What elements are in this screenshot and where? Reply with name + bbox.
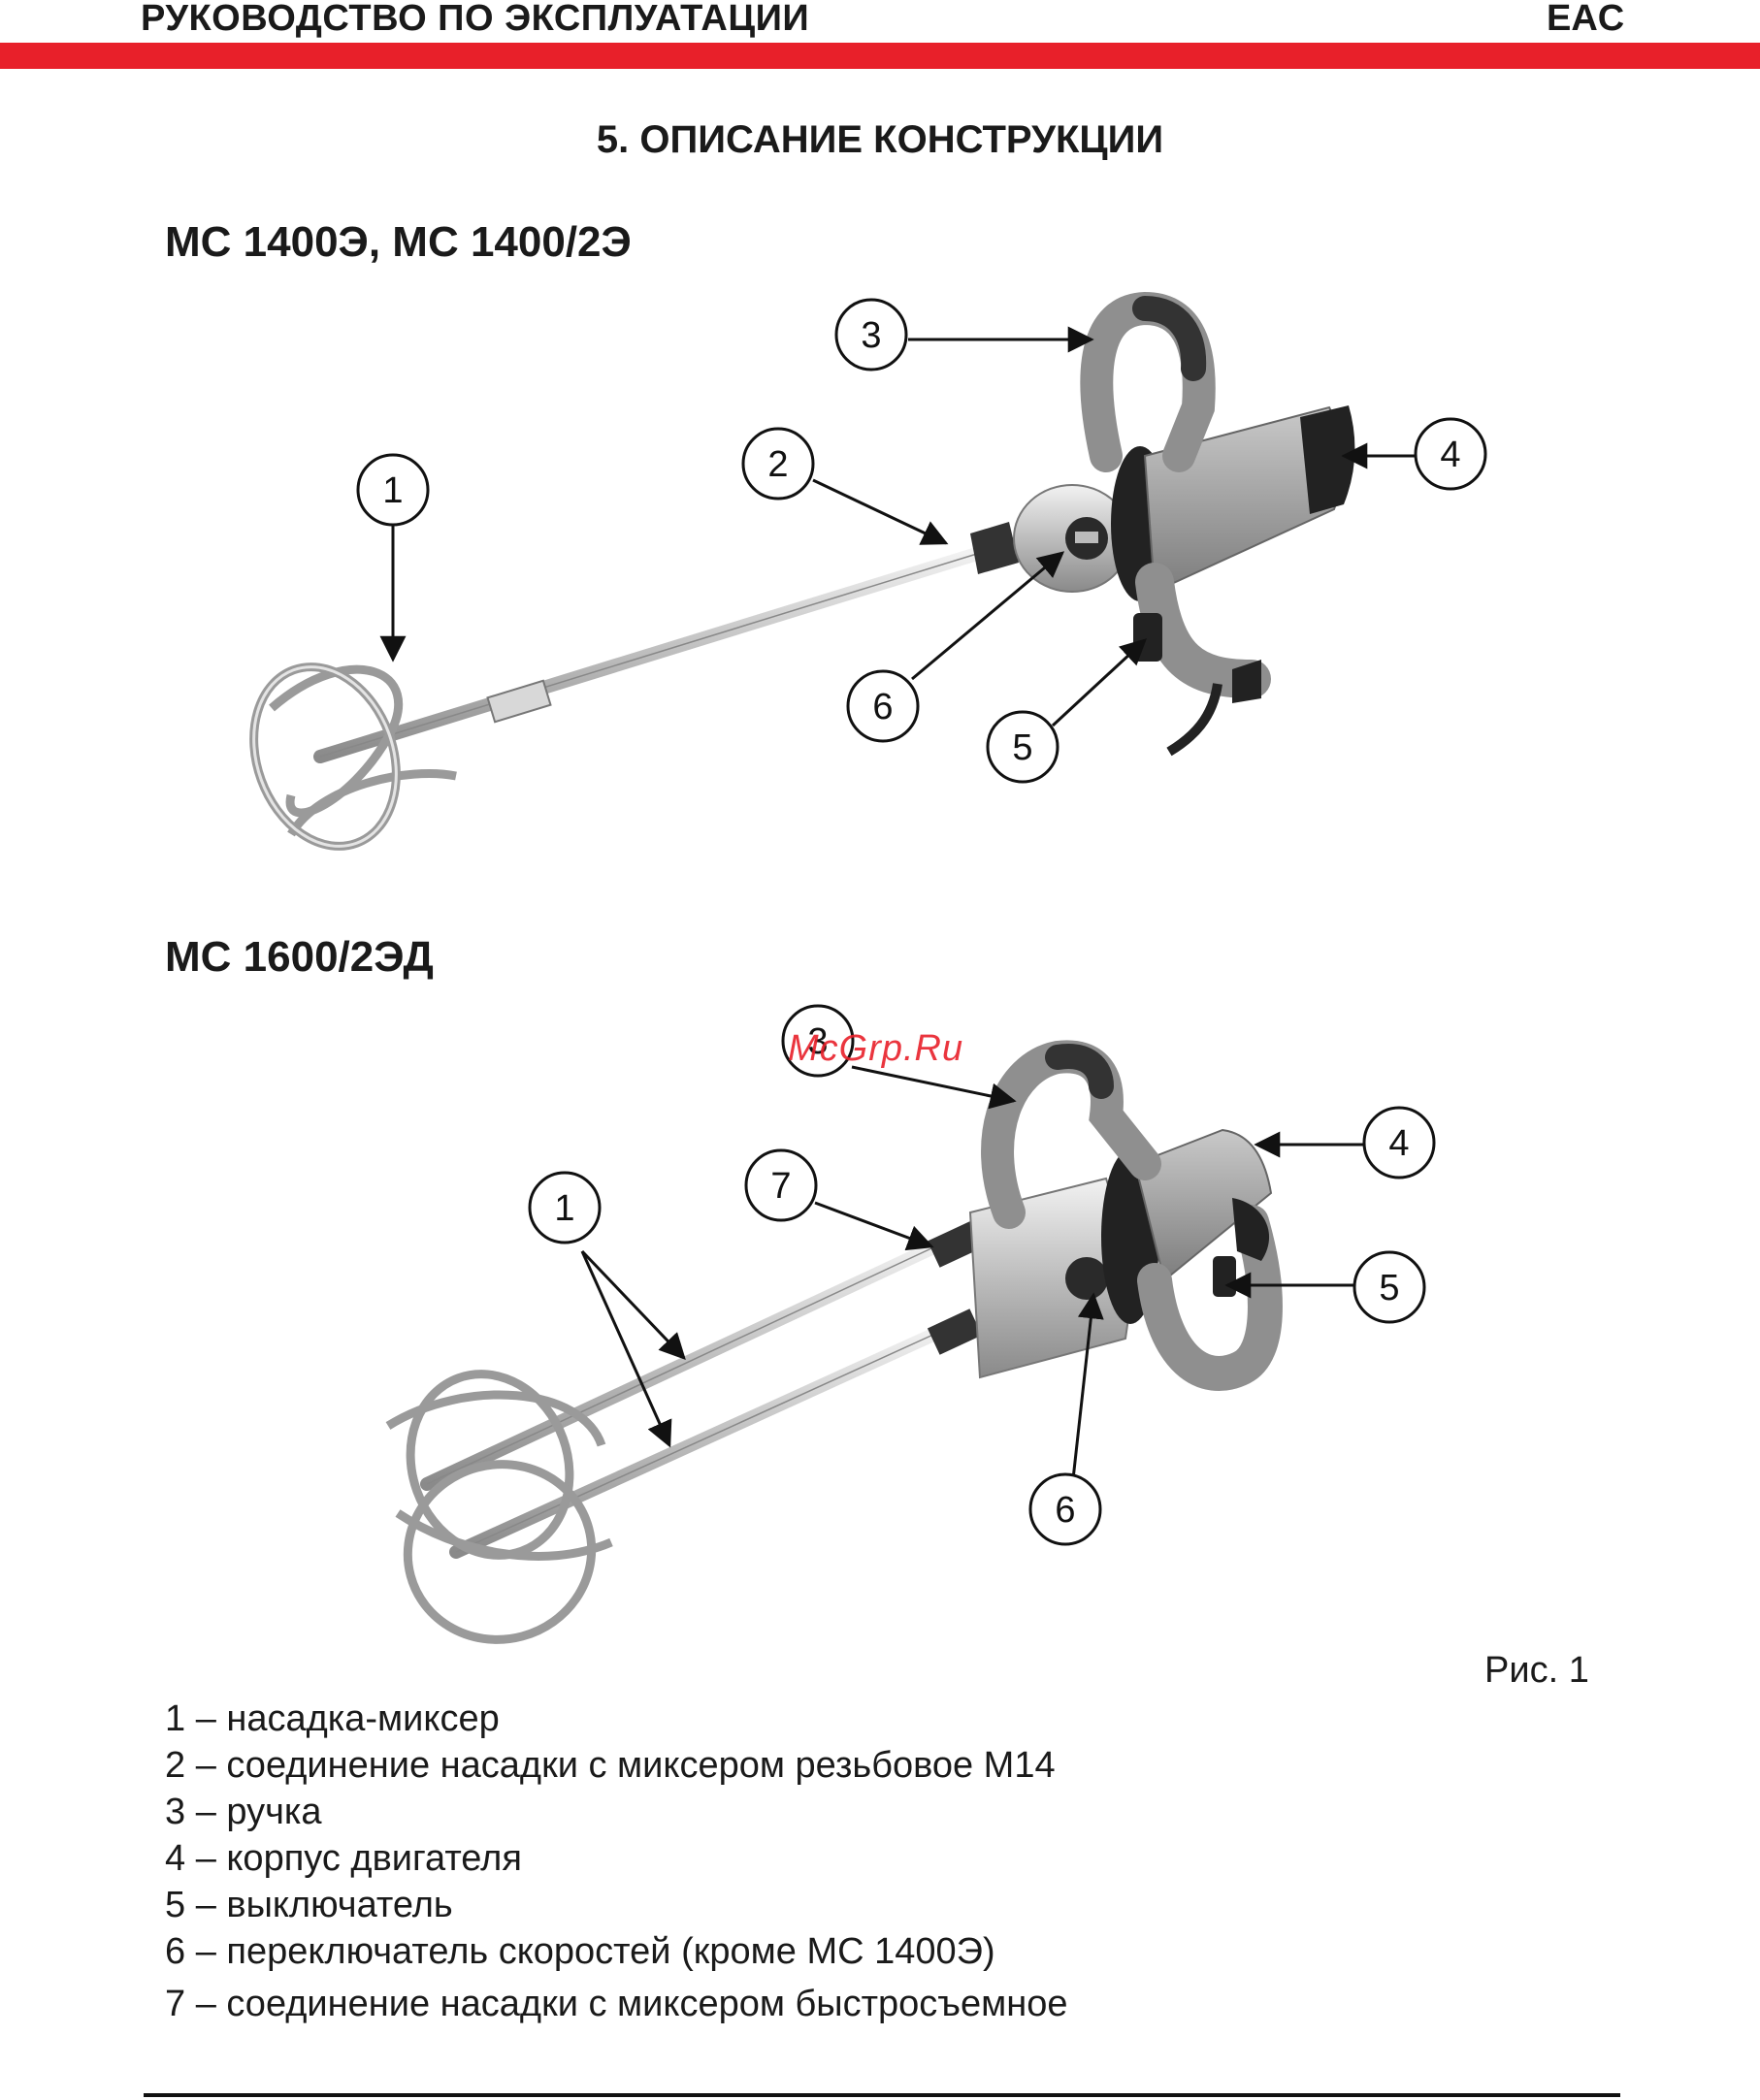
callout-1-label: 1 xyxy=(382,470,403,511)
parts-legend: 1 – насадка-миксер 2 – соединение насадк… xyxy=(165,1696,1068,2027)
callout-6-label: 6 xyxy=(872,687,893,727)
callout-5-label: 5 xyxy=(1379,1268,1399,1308)
legend-item: 6 – переключатель скоростей (кроме МС 14… xyxy=(165,1931,995,1972)
figure-2-model-heading: МС 1600/2ЭД xyxy=(165,933,434,981)
manual-title: РУКОВОДСТВО ПО ЭКСПЛУАТАЦИИ xyxy=(141,0,810,39)
callout-4-label: 4 xyxy=(1440,435,1460,475)
callout-5-label: 5 xyxy=(1012,727,1032,768)
legend-item: 5 – выключатель xyxy=(165,1885,453,1925)
figure-1-callouts xyxy=(379,326,1415,727)
callout-4-label: 4 xyxy=(1388,1123,1409,1164)
callout-1-label: 1 xyxy=(554,1188,574,1229)
callout-3-label: 3 xyxy=(861,315,881,356)
figure-2-callouts xyxy=(580,1065,1363,1480)
eac-mark: EAC xyxy=(1547,0,1625,39)
footer-rule xyxy=(144,2093,1620,2097)
section-title: 5. ОПИСАНИЕ КОНСТРУКЦИИ xyxy=(596,118,1164,161)
watermark: McGrp.Ru xyxy=(788,1028,964,1069)
callout-3-label: 3 xyxy=(807,1021,828,1062)
mixer-2-drawing xyxy=(385,1040,1283,1644)
callout-7-label: 7 xyxy=(770,1166,791,1207)
callout-6-label: 6 xyxy=(1055,1490,1075,1531)
legend-item: 2 – соединение насадки с миксером резьбо… xyxy=(165,1745,1056,1786)
header-accent-bar xyxy=(0,43,1760,69)
legend-item: 1 – насадка-миксер xyxy=(165,1698,500,1739)
legend-item: 7 – соединение насадки с миксером быстро… xyxy=(165,1984,1068,2024)
legend-item: 4 – корпус двигателя xyxy=(165,1838,522,1879)
legend-item: 3 – ручка xyxy=(165,1792,322,1832)
callout-2-label: 2 xyxy=(767,444,788,485)
figure-1-model-heading: МС 1400Э, МС 1400/2Э xyxy=(165,218,632,266)
mixer-1-drawing xyxy=(249,291,1355,851)
figure-caption: Рис. 1 xyxy=(1484,1650,1589,1691)
